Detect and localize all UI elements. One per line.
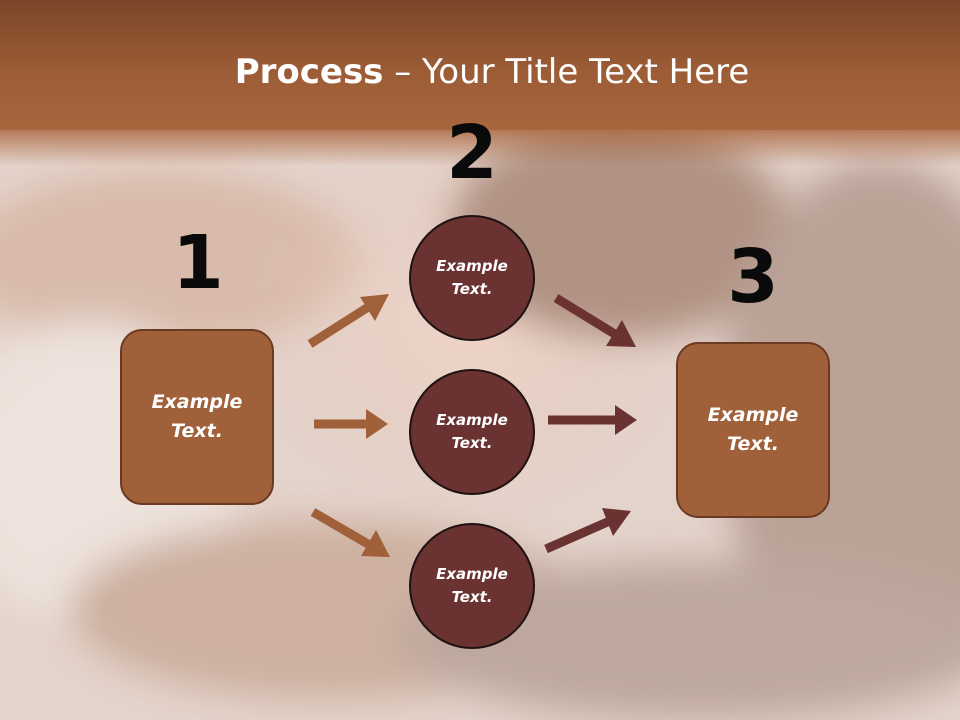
circle-bottom-label: Example Text. [436,565,508,606]
arrow-box1-to-middle [314,409,388,439]
step-number-3: 3 [727,234,779,320]
step-2-circle-top[interactable]: Example Text. [409,215,535,341]
title-rest: – Your Title Text Here [383,52,750,92]
step-number-1: 1 [172,220,224,306]
arrow-box1-to-bottom [310,508,390,557]
arrow-box1-to-top [307,294,389,348]
arrow-top-to-box3 [553,294,636,347]
step-1-box[interactable]: Example Text. [120,329,274,505]
step-2-circle-middle[interactable]: Example Text. [409,369,535,495]
step-number-2: 2 [446,110,498,196]
step-3-label: Example Text. [707,404,799,455]
step-2-circle-bottom[interactable]: Example Text. [409,523,535,649]
arrow-middle-to-box3 [548,405,637,435]
circle-middle-label: Example Text. [436,411,508,452]
arrow-bottom-to-box3 [544,508,631,554]
step-1-label: Example Text. [151,391,243,442]
circle-top-label: Example Text. [436,257,508,298]
title-bold: Process [234,52,384,92]
slide-title: Process – Your Title Text Here [0,52,960,92]
step-3-box[interactable]: Example Text. [676,342,830,518]
